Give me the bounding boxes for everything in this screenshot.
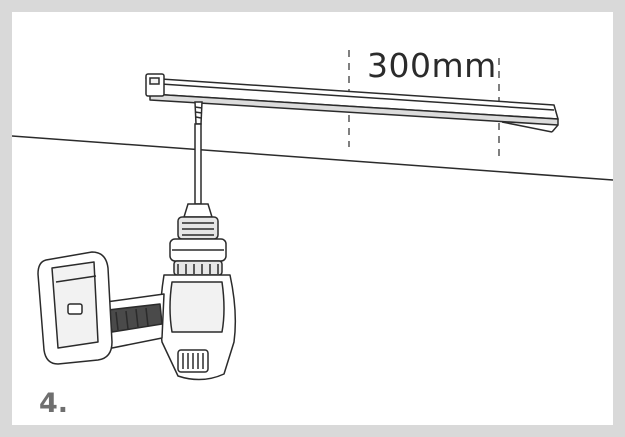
- mounting-rail: [145, 77, 559, 133]
- drill-battery: [37, 251, 113, 365]
- screw: [194, 101, 203, 125]
- rail-end-cap: [145, 73, 165, 97]
- wall-ceiling-line: [12, 135, 613, 181]
- assembly-diagram: [12, 50, 613, 381]
- drill-bit: [194, 123, 202, 205]
- dimension-guides: [348, 50, 500, 158]
- drill-body: [159, 274, 237, 381]
- illustration-panel: 300mm 4.: [12, 12, 613, 425]
- step-number: 4.: [39, 388, 69, 419]
- drill-chuck: [169, 203, 227, 276]
- dimension-label: 300mm: [367, 46, 497, 85]
